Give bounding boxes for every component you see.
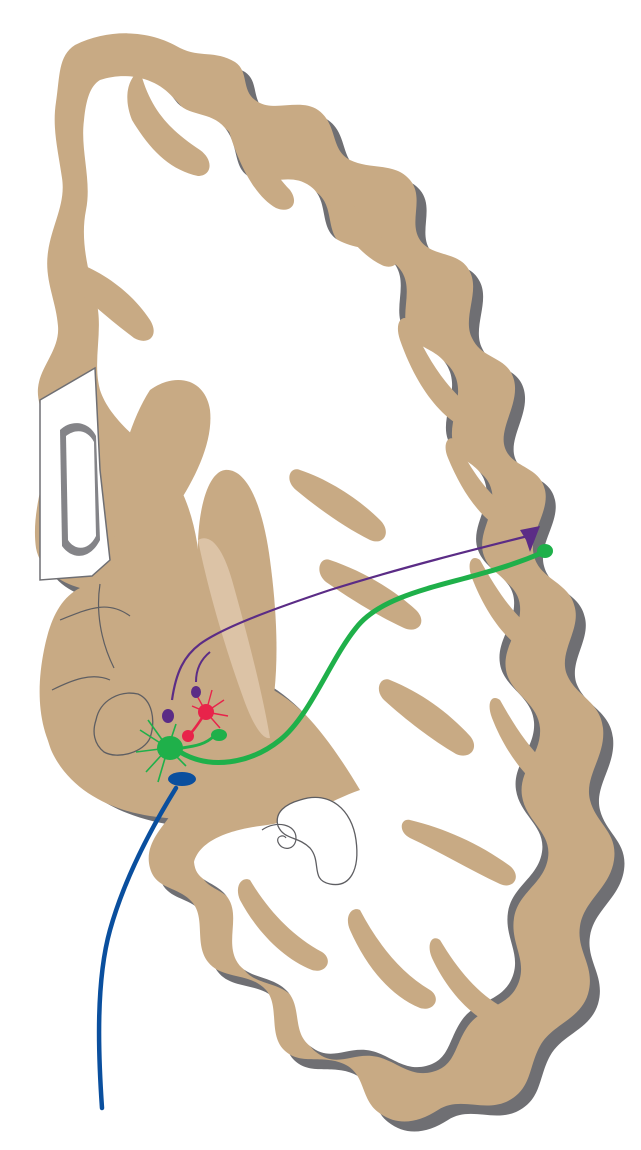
relay-axon (177, 549, 547, 765)
relay-neuron (135, 544, 553, 783)
ascending-afferent-axon (96, 772, 196, 1111)
relay-collateral-terminal (211, 729, 227, 741)
internal-capsule (198, 538, 270, 739)
white-matter (83, 76, 549, 1074)
caudate-nucleus (113, 379, 211, 552)
feedback-arrowhead (520, 526, 540, 552)
cortical-sulci (61, 70, 576, 1027)
lateral-ventricle (39, 366, 111, 581)
feedback-axon (170, 534, 529, 701)
interneuron-soma (198, 704, 214, 720)
feedback-collateral (195, 651, 211, 683)
feedback-terminal-relay (162, 709, 174, 723)
interneuron-terminal (182, 730, 194, 742)
lateral-geniculate (93, 692, 154, 756)
relay-cortical-terminal (537, 544, 553, 558)
feedback-terminal-interneuron (191, 686, 201, 698)
ascending-axon-line (96, 785, 179, 1111)
interneuron (182, 689, 229, 742)
ascending-terminal (168, 772, 196, 786)
corticothalamic-feedback (162, 526, 540, 723)
relay-collateral (181, 734, 216, 750)
hippocampus (261, 796, 358, 886)
relay-soma (157, 736, 183, 760)
